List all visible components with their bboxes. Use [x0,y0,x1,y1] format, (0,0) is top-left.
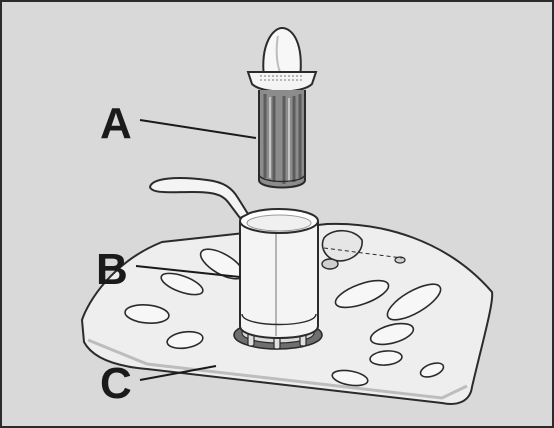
callout-a: A [100,99,132,148]
plate-slot [386,283,442,321]
plate-slot [331,369,369,387]
cylinder-inner-rim [246,214,312,232]
coarse-filter-cylinder [148,177,323,350]
filter-cap-collar [246,71,318,93]
leader-line-a [139,119,257,139]
mesh-texture [263,94,302,184]
leader-line-b [135,265,241,278]
callout-c: C [100,359,132,408]
plate-edge-shade [87,338,468,400]
cylinder-body [239,222,319,339]
plate-slot [369,350,403,366]
cap-highlight [275,35,281,73]
cylinder-handle [148,177,250,220]
callout-b: B [96,245,128,294]
plate-slot [166,330,204,350]
cylinder-lower-rim [241,313,317,326]
plate-slot [334,279,390,309]
alignment-line [323,247,403,259]
mesh-bottom-band [258,173,306,183]
plate-slot [160,272,204,296]
plate-pin [394,256,406,264]
plate-slot [369,322,415,346]
filter-cap-dome [262,26,302,79]
leader-line-c [139,365,217,381]
cap-grille [260,75,304,81]
micro-fine-filter [246,26,318,189]
plate-mount-hole [321,258,339,270]
plate-mount [321,229,363,262]
plate-slot [124,304,170,324]
mesh-highlight [269,97,290,182]
plate-slot [419,362,445,378]
